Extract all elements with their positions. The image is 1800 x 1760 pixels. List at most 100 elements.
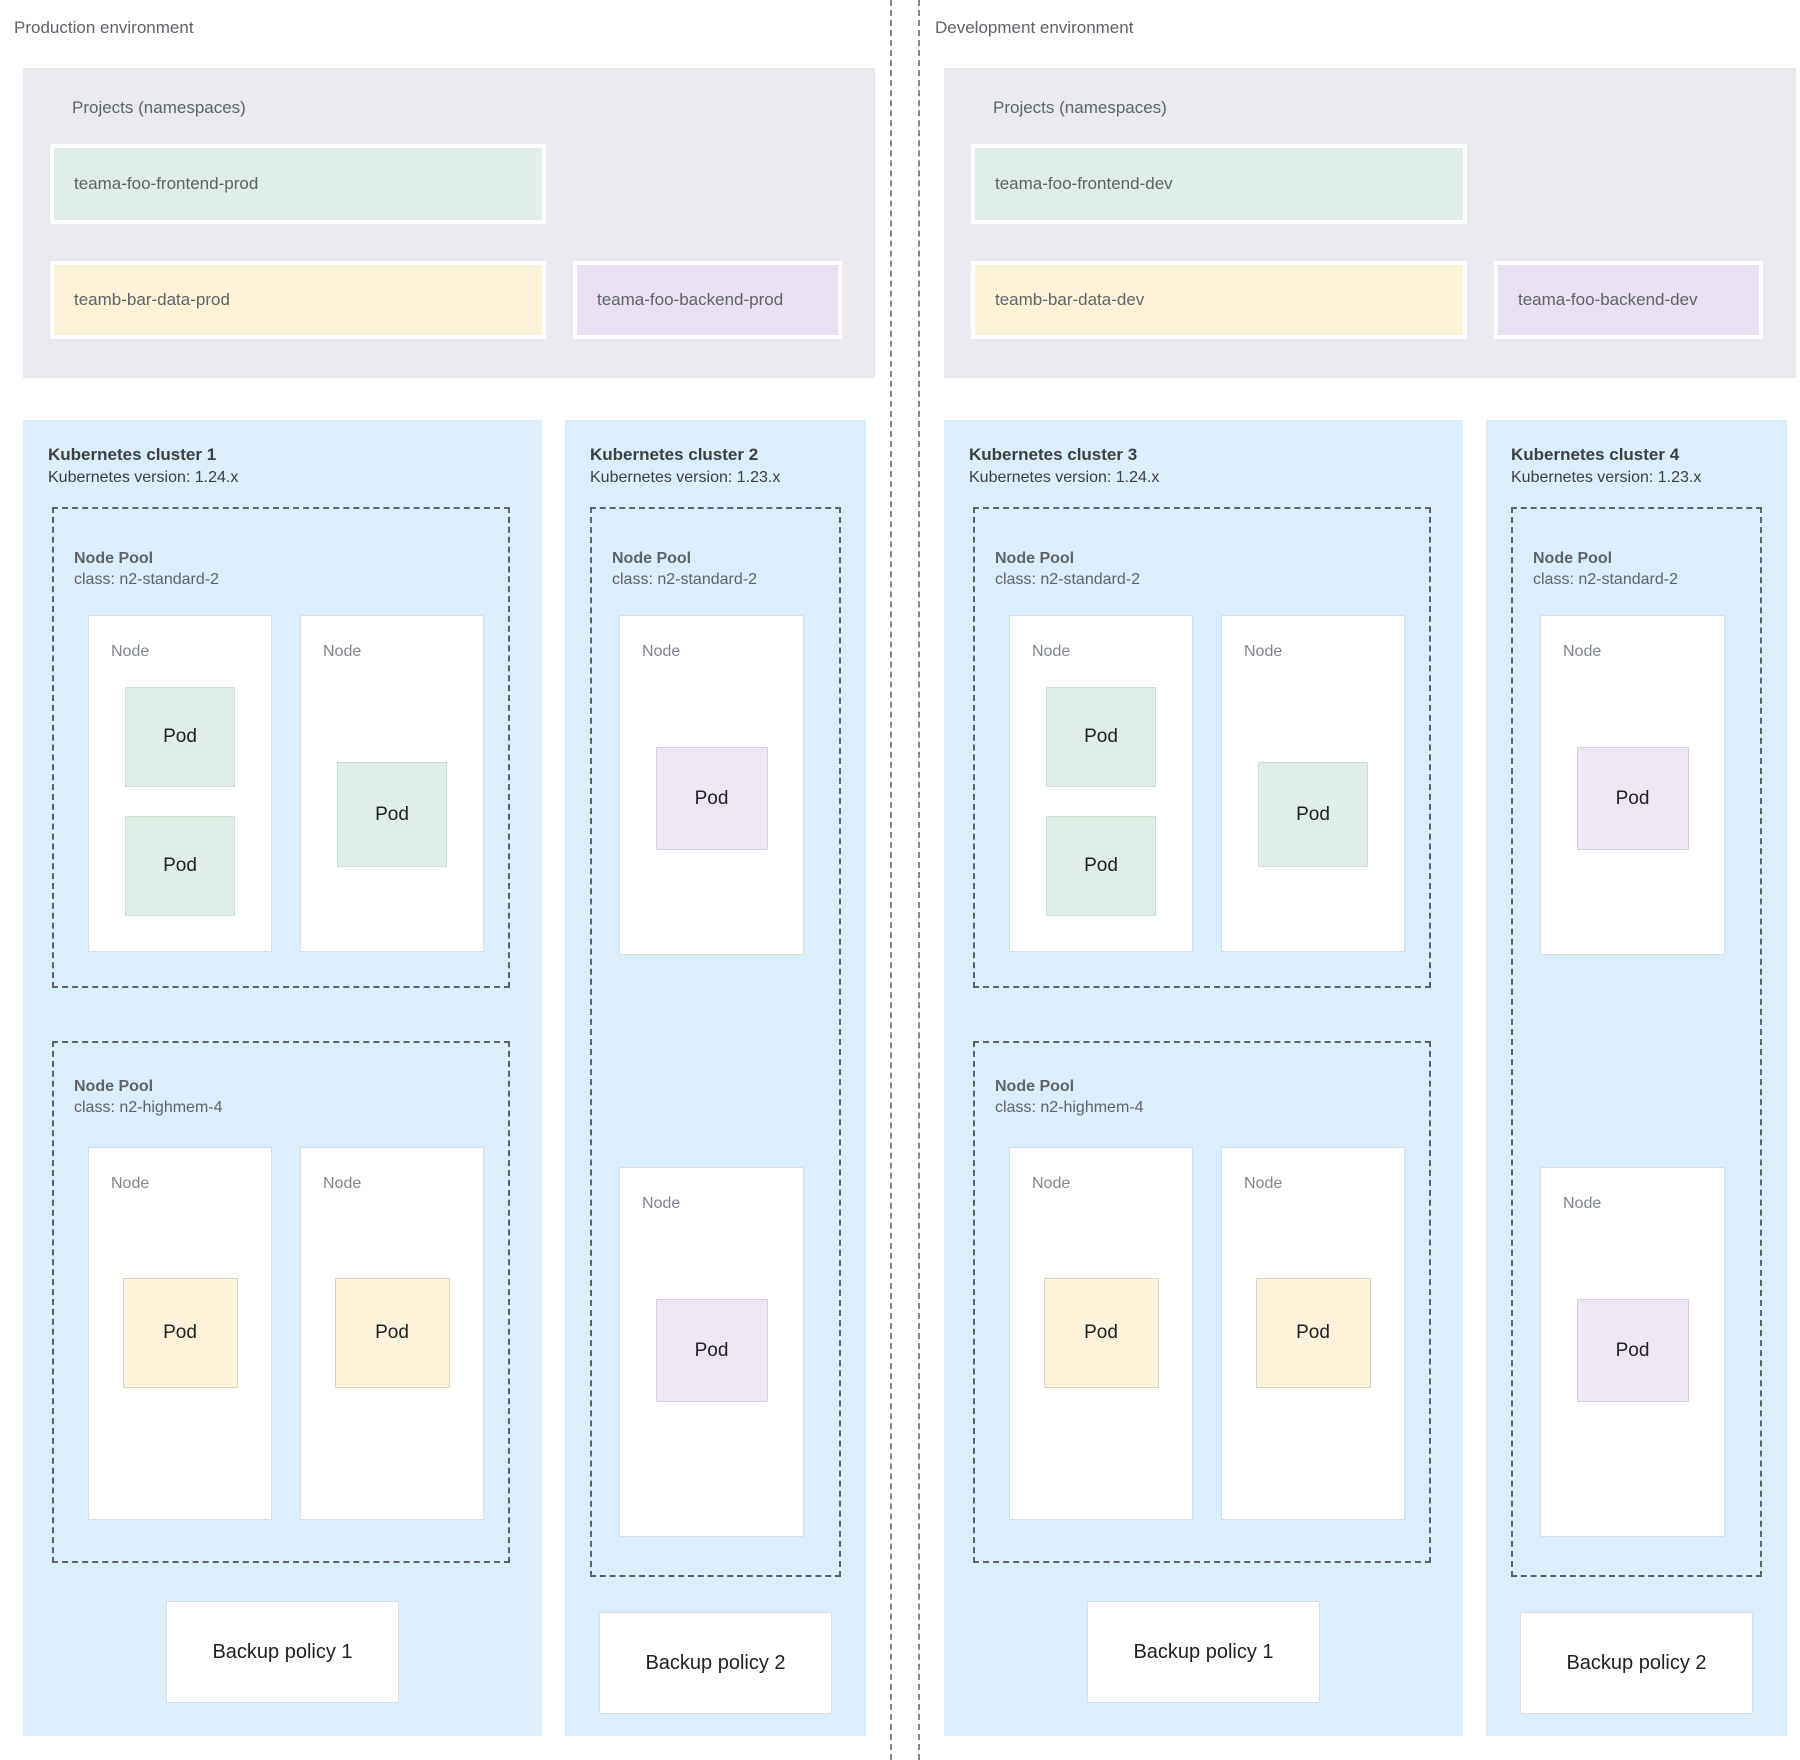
node-pool-title: Node Pool <box>995 550 1075 567</box>
clusters-row: Kubernetes cluster 1 Kubernetes version:… <box>23 420 866 1736</box>
namespace-teama-foo-backend-prod: teama-foo-backend-prod <box>573 261 842 339</box>
node-box: Node Pod <box>1221 1147 1405 1520</box>
node-label: Node <box>1032 1175 1071 1192</box>
node-label: Node <box>1563 643 1602 660</box>
namespace-row: teamb-bar-data-prod teama-foo-backend-pr… <box>50 261 875 339</box>
pod-yellow: Pod <box>122 1278 238 1388</box>
node-pool-standard: Node Pool class: n2-standard-2 Node Pod … <box>52 507 510 988</box>
nodes-row: Node Pod Node Pod <box>1009 1147 1429 1520</box>
pod-yellow: Pod <box>1255 1278 1371 1388</box>
node-box: Node Pod <box>619 1167 804 1537</box>
cluster-version: Kubernetes version: 1.24.x <box>48 469 239 486</box>
cluster-4-box: Kubernetes cluster 4 Kubernetes version:… <box>1486 420 1787 1736</box>
node-box: Node Pod <box>1540 615 1725 955</box>
node-box: Node Pod <box>300 1147 484 1520</box>
pod-purple: Pod <box>655 1299 768 1402</box>
node-pool-class: class: n2-standard-2 <box>74 571 219 588</box>
environment-separator-dashed-lines <box>890 0 920 1760</box>
node-label: Node <box>323 643 362 660</box>
namespace-teamb-bar-data-dev: teamb-bar-data-dev <box>971 261 1467 339</box>
namespace-label: teama-foo-backend-prod <box>597 290 784 309</box>
backup-policy-1-box: Backup policy 1 <box>1087 1601 1320 1703</box>
node-pool-title: Node Pool <box>74 1078 154 1095</box>
node-box: Node Pod <box>1221 615 1405 952</box>
backup-policy-1-box: Backup policy 1 <box>166 1601 399 1703</box>
namespace-row: teamb-bar-data-dev teama-foo-backend-dev <box>971 261 1796 339</box>
environment-column-development: Development environment Projects (namesp… <box>920 0 1796 1760</box>
cluster-title: Kubernetes cluster 1 <box>48 445 217 464</box>
node-pool-highmem: Node Pool class: n2-highmem-4 Node Pod N… <box>52 1041 510 1563</box>
pod-green: Pod <box>1046 687 1156 787</box>
node-pool-class: class: n2-highmem-4 <box>74 1099 223 1116</box>
node-label: Node <box>1563 1195 1602 1212</box>
nodes-row: Node Pod Pod Node Pod <box>1009 615 1429 952</box>
node-label: Node <box>642 1195 681 1212</box>
node-pool-title: Node Pool <box>74 550 154 567</box>
cluster-title: Kubernetes cluster 2 <box>590 445 759 464</box>
node-box: Node Pod <box>300 615 484 952</box>
pod-yellow: Pod <box>1043 1278 1159 1388</box>
node-pool-class: class: n2-standard-2 <box>995 571 1140 588</box>
cluster-title: Kubernetes cluster 3 <box>969 445 1138 464</box>
namespace-teama-foo-frontend-prod: teama-foo-frontend-prod <box>50 144 546 224</box>
node-box: Node Pod Pod <box>1009 615 1193 952</box>
namespace-label: teama-foo-frontend-dev <box>995 174 1173 193</box>
node-pool-class: class: n2-standard-2 <box>612 571 757 588</box>
node-label: Node <box>1244 643 1283 660</box>
node-pool-title: Node Pool <box>612 550 692 567</box>
environment-title: Development environment <box>935 18 1134 37</box>
pod-purple: Pod <box>655 747 768 850</box>
namespace-label: teama-foo-frontend-prod <box>74 174 259 193</box>
environment-title: Production environment <box>14 18 194 37</box>
cluster-3-box: Kubernetes cluster 3 Kubernetes version:… <box>944 420 1463 1736</box>
pod-green: Pod <box>1258 762 1368 867</box>
namespace-label: teama-foo-backend-dev <box>1518 290 1698 309</box>
backup-policy-2-box: Backup policy 2 <box>599 1612 832 1714</box>
node-pool-class: class: n2-highmem-4 <box>995 1099 1144 1116</box>
environment-column-production: Production environment Projects (namespa… <box>0 0 875 1760</box>
pod-green: Pod <box>1046 816 1156 916</box>
cluster-version: Kubernetes version: 1.24.x <box>969 469 1160 486</box>
cluster-title: Kubernetes cluster 4 <box>1511 445 1680 464</box>
namespace-teamb-bar-data-prod: teamb-bar-data-prod <box>50 261 546 339</box>
cluster-version: Kubernetes version: 1.23.x <box>590 469 781 486</box>
namespace-label: teamb-bar-data-dev <box>995 290 1145 309</box>
node-label: Node <box>642 643 681 660</box>
projects-title: Projects (namespaces) <box>993 98 1167 117</box>
projects-namespaces-box: Projects (namespaces) teama-foo-frontend… <box>944 68 1796 378</box>
node-pool-standard: Node Pool class: n2-standard-2 Node Pod … <box>1511 507 1762 1577</box>
pod-green: Pod <box>337 762 447 867</box>
namespace-label: teamb-bar-data-prod <box>74 290 230 309</box>
namespace-teama-foo-backend-dev: teama-foo-backend-dev <box>1494 261 1763 339</box>
node-box: Node Pod <box>1009 1147 1193 1520</box>
nodes-row: Node Pod Pod Node Pod <box>88 615 508 952</box>
pod-purple: Pod <box>1576 747 1689 850</box>
cluster-version: Kubernetes version: 1.23.x <box>1511 469 1702 486</box>
cluster-2-box: Kubernetes cluster 2 Kubernetes version:… <box>565 420 866 1736</box>
node-pool-title: Node Pool <box>1533 550 1613 567</box>
clusters-row: Kubernetes cluster 3 Kubernetes version:… <box>944 420 1787 1736</box>
pod-green: Pod <box>125 816 235 916</box>
node-box: Node Pod <box>1540 1167 1725 1537</box>
node-pool-standard: Node Pool class: n2-standard-2 Node Pod … <box>973 507 1431 988</box>
node-pool-standard: Node Pool class: n2-standard-2 Node Pod … <box>590 507 841 1577</box>
node-label: Node <box>111 1175 150 1192</box>
node-label: Node <box>1032 643 1071 660</box>
node-box: Node Pod <box>88 1147 272 1520</box>
pod-yellow: Pod <box>334 1278 450 1388</box>
nodes-row: Node Pod Node Pod <box>88 1147 508 1520</box>
node-label: Node <box>1244 1175 1283 1192</box>
projects-title: Projects (namespaces) <box>72 98 246 117</box>
node-pool-title: Node Pool <box>995 1078 1075 1095</box>
node-box: Node Pod Pod <box>88 615 272 952</box>
pod-green: Pod <box>125 687 235 787</box>
node-pool-class: class: n2-standard-2 <box>1533 571 1678 588</box>
projects-namespaces-box: Projects (namespaces) teama-foo-frontend… <box>23 68 875 378</box>
namespace-teama-foo-frontend-dev: teama-foo-frontend-dev <box>971 144 1467 224</box>
backup-policy-2-box: Backup policy 2 <box>1520 1612 1753 1714</box>
node-box: Node Pod <box>619 615 804 955</box>
node-label: Node <box>111 643 150 660</box>
node-pool-highmem: Node Pool class: n2-highmem-4 Node Pod N… <box>973 1041 1431 1563</box>
node-label: Node <box>323 1175 362 1192</box>
